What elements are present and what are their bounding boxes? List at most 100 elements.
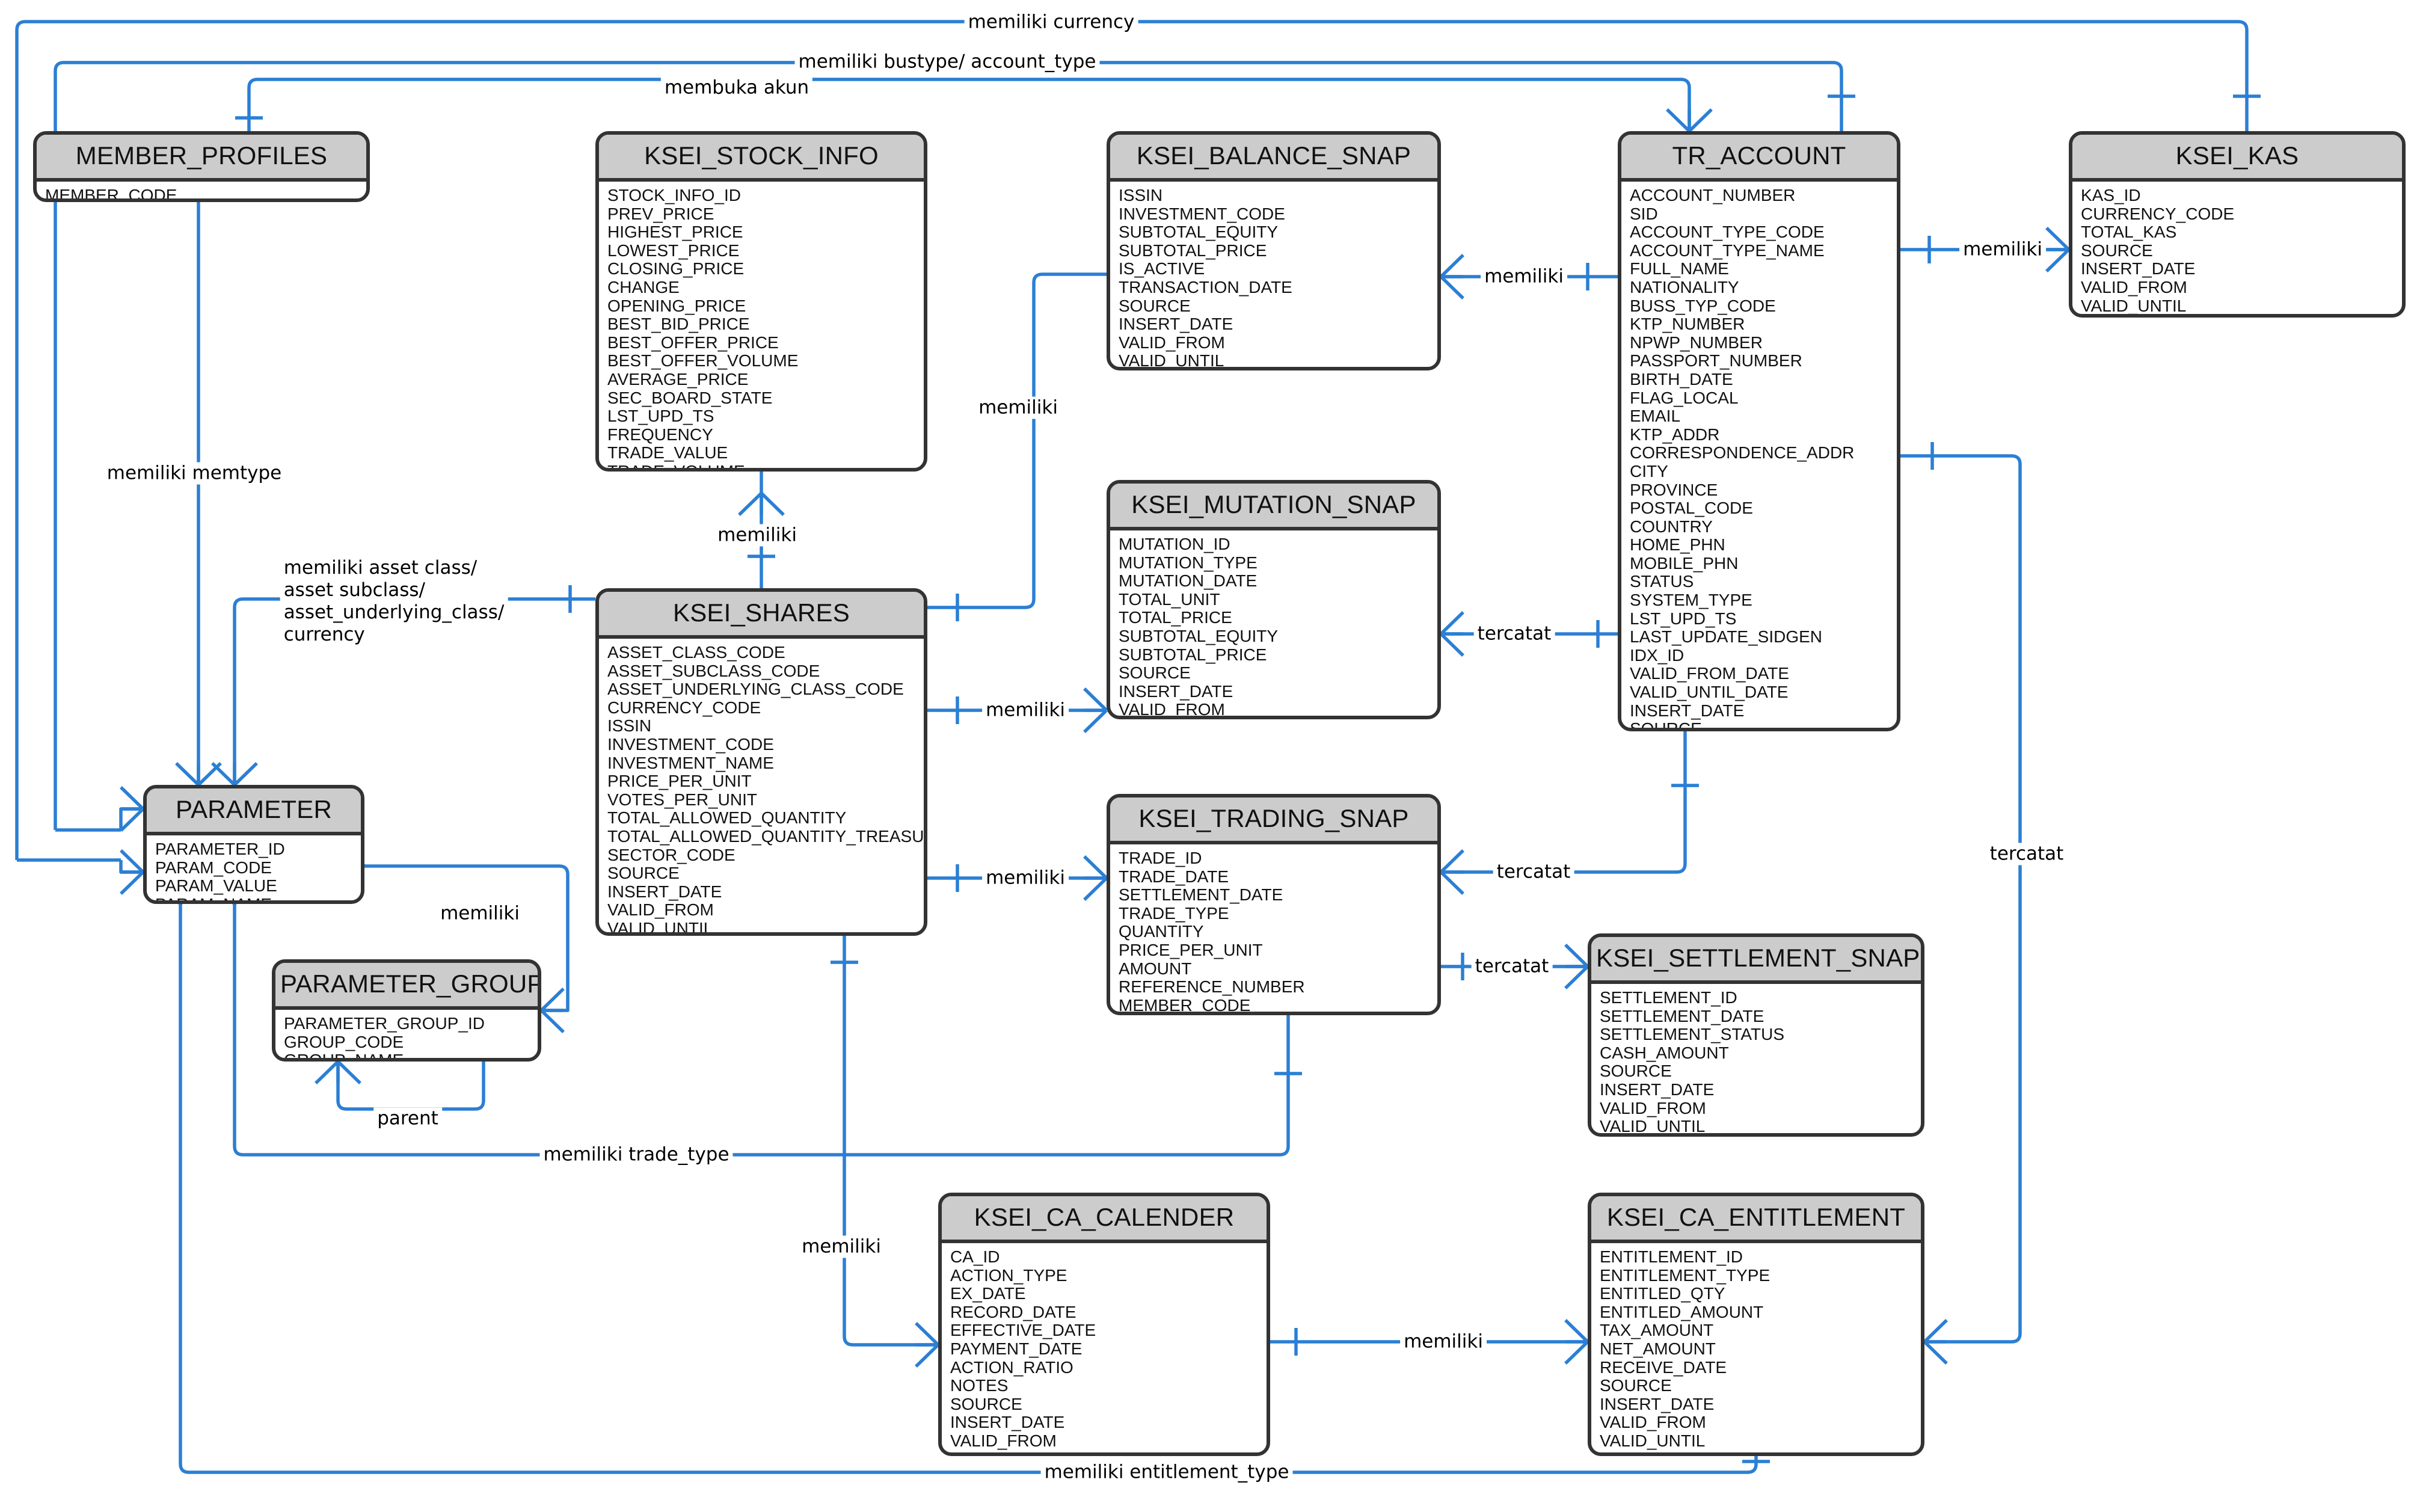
relationship-label-lbl-tercatat-trading: tercatat [1493,861,1574,884]
relationship-label-lbl-memiliki-kas: memiliki [1959,238,2046,261]
entity-field: SEC_BOARD_STATE [607,388,773,407]
entity-field: SOURCE [1630,719,1702,731]
wire-account-entitlement [1900,454,2022,1344]
entity-field-list: PARAMETER_IDPARAM_CODEPARAM_VALUEPARAM_N… [147,835,361,900]
entity-field: SUBTOTAL_PRICE [1119,241,1267,260]
entity-field: TRADE_DATE [1119,867,1229,886]
entity-field: GROUP_CODE [284,1032,404,1051]
entity-field: VALID_FROM [1600,1413,1706,1432]
entity-field: VOTES_PER_UNIT [607,790,757,809]
relationship-label-lbl-memiliki-ca: memiliki [798,1235,885,1258]
entity-field: LST_UPD_TS [1630,609,1737,628]
entity-field: SETTLEMENT_ID [1600,988,1737,1007]
entity-field: TOTAL_UNIT [1119,589,1220,609]
entity-field: POSTAL_CODE [1630,499,1753,518]
entity-field: PREV_PRICE [607,204,714,223]
entity-field: EX_DATE [950,1284,1026,1303]
entity-field: SETTLEMENT_DATE [1119,885,1283,905]
entity-title: KSEI_KAS [2072,135,2402,182]
entity-field: CURRENCY_CODE [2081,204,2235,223]
entity-field: PARAMETER_GROUP_ID [284,1014,485,1033]
entity-field: VALID_UNTIL [1600,1431,1706,1450]
entity-field: TOTAL_ALLOWED_QUANTITY_TREASURY [607,826,927,846]
relationship-label-lbl-memiliki-mutation: memiliki [982,699,1069,722]
entity-field: VALID_FROM [950,1431,1057,1450]
relationship-label-lbl-tercatat-right: tercatat [1986,843,2068,865]
entity-field: RECEIVE_DATE [1600,1357,1727,1377]
entity-field: SOURCE [1600,1062,1672,1081]
entity-field: TOTAL_PRICE [1119,608,1232,627]
entity-field: ASSET_SUBCLASS_CODE [607,661,820,680]
wire-membuka-akun [247,78,1691,131]
entity-field: REFERENCE_NUMBER [1119,977,1305,997]
wire-param-group [364,864,570,1012]
entity-field: STATUS [1630,572,1694,591]
relationship-label-lbl-memiliki-currency: memiliki currency [964,11,1138,34]
entity-field: SUBTOTAL_PRICE [1119,645,1267,664]
relationship-label-lbl-memiliki-stock: memiliki [714,524,800,547]
entity-field: ACCOUNT_NUMBER [1630,186,1796,204]
entity-title: KSEI_SETTLEMENT_SNAP [1591,937,1921,984]
entity-field: TRADE_VALUE [607,443,728,463]
crow-account-top [1666,108,1713,132]
entity-field: VALID_FROM [2081,277,2187,297]
crow-group-right [540,988,565,1033]
entity-field: ASSET_CLASS_CODE [607,643,785,662]
entity-field: BEST_OFFER_VOLUME [607,351,799,370]
entity-field: MEMBER_CODE [45,186,177,202]
entity-field: SECTOR_CODE [607,845,736,864]
entity-field: VALID_UNTIL [950,1450,1267,1452]
entity-field: ASSET_UNDERLYING_CLASS_CODE [607,680,904,699]
entity-field: COUNTRY [1630,517,1713,536]
entity-title: KSEI_BALANCE_SNAP [1110,135,1437,182]
entity-field: SOURCE [1119,296,1191,315]
entity-field: PASSPORT_NUMBER [1630,351,1802,370]
crow-mutation-left [1083,687,1108,733]
wire-trading-account [1441,731,1687,874]
entity-field: BUSS_TYP_CODE [1630,296,1776,315]
entity-field: SOURCE [1600,1376,1672,1395]
entity-title: KSEI_STOCK_INFO [599,135,924,182]
entity-field: SOURCE [1119,663,1191,683]
entity-field: LAST_UPDATE_SIDGEN [1630,627,1823,647]
entity-field: SYSTEM_TYPE [1630,591,1752,610]
entity-title: MEMBER_PROFILES [37,135,366,182]
entity-field: PROVINCE [1630,480,1718,499]
entity-member-profiles[interactable]: MEMBER_PROFILESMEMBER_CODEMEMBER_NAMEMEM… [33,131,370,202]
crow-entitlement-right [1923,1319,1948,1365]
entity-field: CURRENCY_CODE [607,698,761,717]
entity-field: TAX_AMOUNT [1600,1321,1714,1340]
entity-field: INSERT_DATE [607,882,722,901]
crow-param-assetclass [211,762,258,786]
entity-title: PARAMETER_GROUP [275,963,538,1010]
entity-field: SID [1630,204,1658,223]
entity-field: AMOUNT [1119,959,1192,978]
entity-field: VALID_UNTIL [2081,296,2187,315]
entity-field: SETTLEMENT_DATE [1600,1006,1764,1025]
relationship-label-lbl-memiliki-balance: memiliki [975,396,1061,419]
entity-field: PRICE_PER_UNIT [1119,940,1263,959]
entity-field: HOME_PHN [1630,535,1725,555]
wire-shares-balance [927,272,1107,609]
entity-field: KTP_NUMBER [1630,315,1745,334]
entity-field: PARAM_NAME [155,895,361,900]
